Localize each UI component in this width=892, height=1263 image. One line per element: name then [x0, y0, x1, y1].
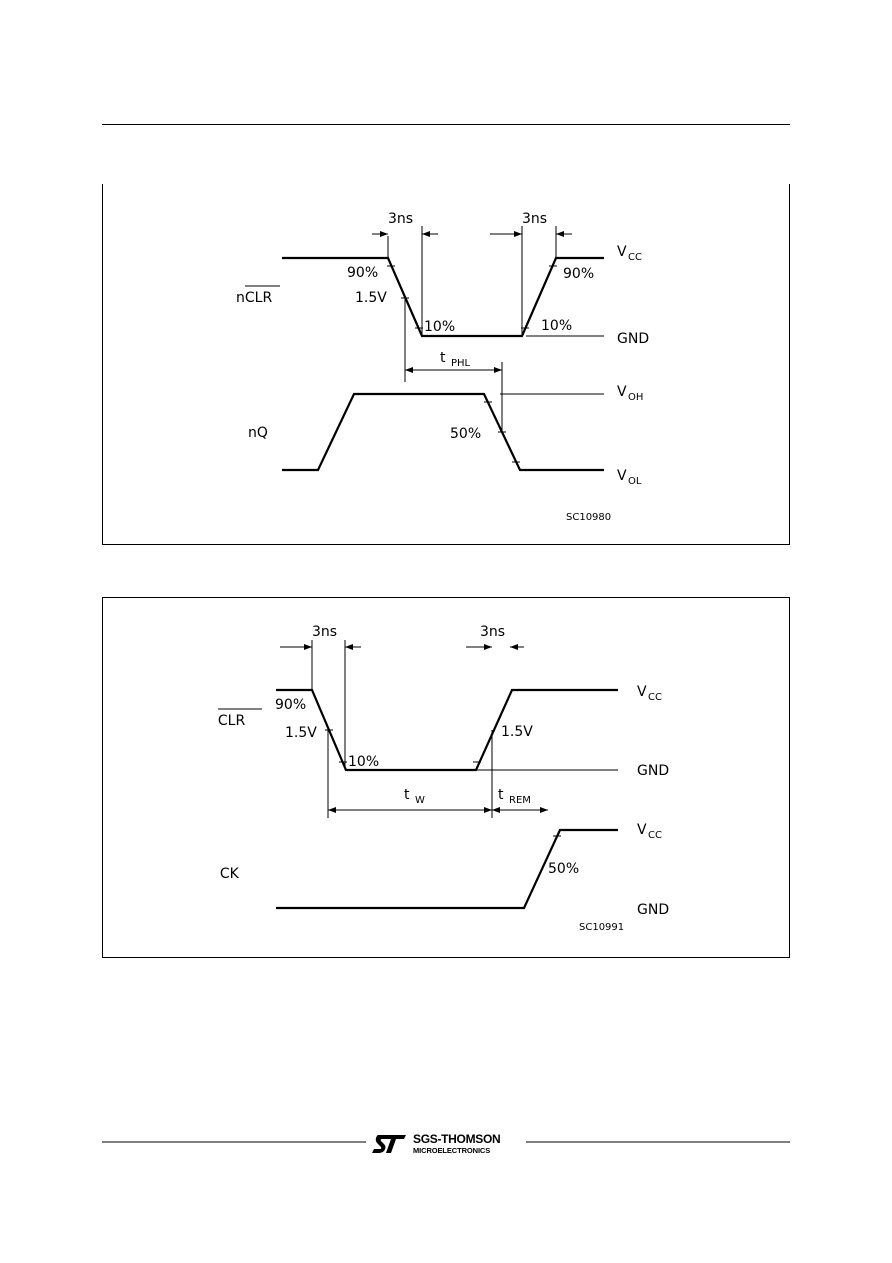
- diagram1-vol-sub: OL: [628, 476, 642, 487]
- diagram2-code: SC10991: [579, 922, 624, 933]
- diagram2-trem-label: t: [498, 787, 504, 803]
- diagram1-voh-label: V: [617, 384, 627, 400]
- diagram2-nck-waveform: [276, 828, 618, 910]
- diagram2-nclr-label-clip: nCLR: [209, 708, 262, 729]
- diagram2-nclr-waveform: [276, 688, 618, 772]
- diagram1-nq-waveform: [282, 392, 604, 472]
- diagram1-3ns-left-label: 3ns: [388, 211, 413, 227]
- brand-name: SGS-THOMSON: [413, 1132, 501, 1146]
- diagram1-voh-sub: OH: [628, 392, 643, 403]
- diagram2-3ns-right-label: 3ns: [480, 624, 505, 640]
- diagram1-3ns-right-label: 3ns: [522, 211, 547, 227]
- diagram2-vcc2-label: V: [637, 822, 647, 838]
- diagram1-10-left-label: 10%: [424, 319, 455, 335]
- diagram2-vcc2-sub: CC: [648, 830, 662, 841]
- diagram2-nck-label-clip: nCK: [211, 866, 240, 882]
- brand-logo: SGS-THOMSON MICROELECTRONICS: [372, 1131, 522, 1159]
- diagram2-tw-label: t: [404, 787, 410, 803]
- diagram1-10-right-label: 10%: [541, 318, 572, 334]
- brand-subtitle: MICROELECTRONICS: [413, 1146, 491, 1155]
- diagram2-10-label: 10%: [348, 754, 379, 770]
- diagram1-vcc-sub: CC: [628, 252, 642, 263]
- diagram2-3ns-left-label: 3ns: [312, 624, 337, 640]
- diagram1-15v-label: 1.5V: [355, 290, 387, 306]
- diagram2-gnd2-label: GND: [637, 902, 669, 918]
- diagram2-nclr-label: nCLR: [209, 713, 245, 729]
- diagram2-nck-label: nCK: [211, 866, 240, 882]
- diagram1-code: SC10980: [566, 512, 611, 523]
- st-logo-icon: [372, 1135, 406, 1153]
- diagram1-vcc-label: V: [617, 244, 627, 260]
- diagram1-nclr-waveform: [282, 256, 604, 338]
- diagram1: 3ns 3ns 90% 1.5V 10% 10% 90% nCLR nQ 50%…: [236, 211, 649, 523]
- diagram1-nclr-label: nCLR: [236, 290, 272, 306]
- diagram2-tw-sub: W: [415, 795, 425, 806]
- diagram2-frame: [102, 597, 790, 958]
- diagram2-trem-sub: REM: [509, 795, 531, 806]
- diagram1-90-left-label: 90%: [347, 265, 378, 281]
- diagram2-15v-right-label: 1.5V: [501, 724, 533, 740]
- diagram1-50-label: 50%: [450, 426, 481, 442]
- diagram1-90-right-label: 90%: [563, 266, 594, 282]
- diagram2-15v-left-label: 1.5V: [285, 725, 317, 741]
- diagram1-tphl-label: t: [440, 350, 446, 366]
- diagram2-vcc1-sub: CC: [648, 692, 662, 703]
- diagram2-50-label: 50%: [548, 861, 579, 877]
- diagram1-gnd-label: GND: [617, 331, 649, 347]
- diagram2-90-label: 90%: [275, 697, 306, 713]
- diagram2: 3ns 3ns 90% 1.5V 10% 1.5V 50% nCLR nCK V…: [209, 624, 669, 933]
- diagram1-frame: [102, 184, 790, 545]
- diagram2-vcc1-label: V: [637, 684, 647, 700]
- diagram2-gnd1-label: GND: [637, 763, 669, 779]
- header-rule: [102, 124, 790, 125]
- diagram1-nq-label: nQ: [248, 425, 268, 441]
- diagram1-vol-label: V: [617, 468, 627, 484]
- diagram1-tphl-sub: PHL: [451, 358, 471, 369]
